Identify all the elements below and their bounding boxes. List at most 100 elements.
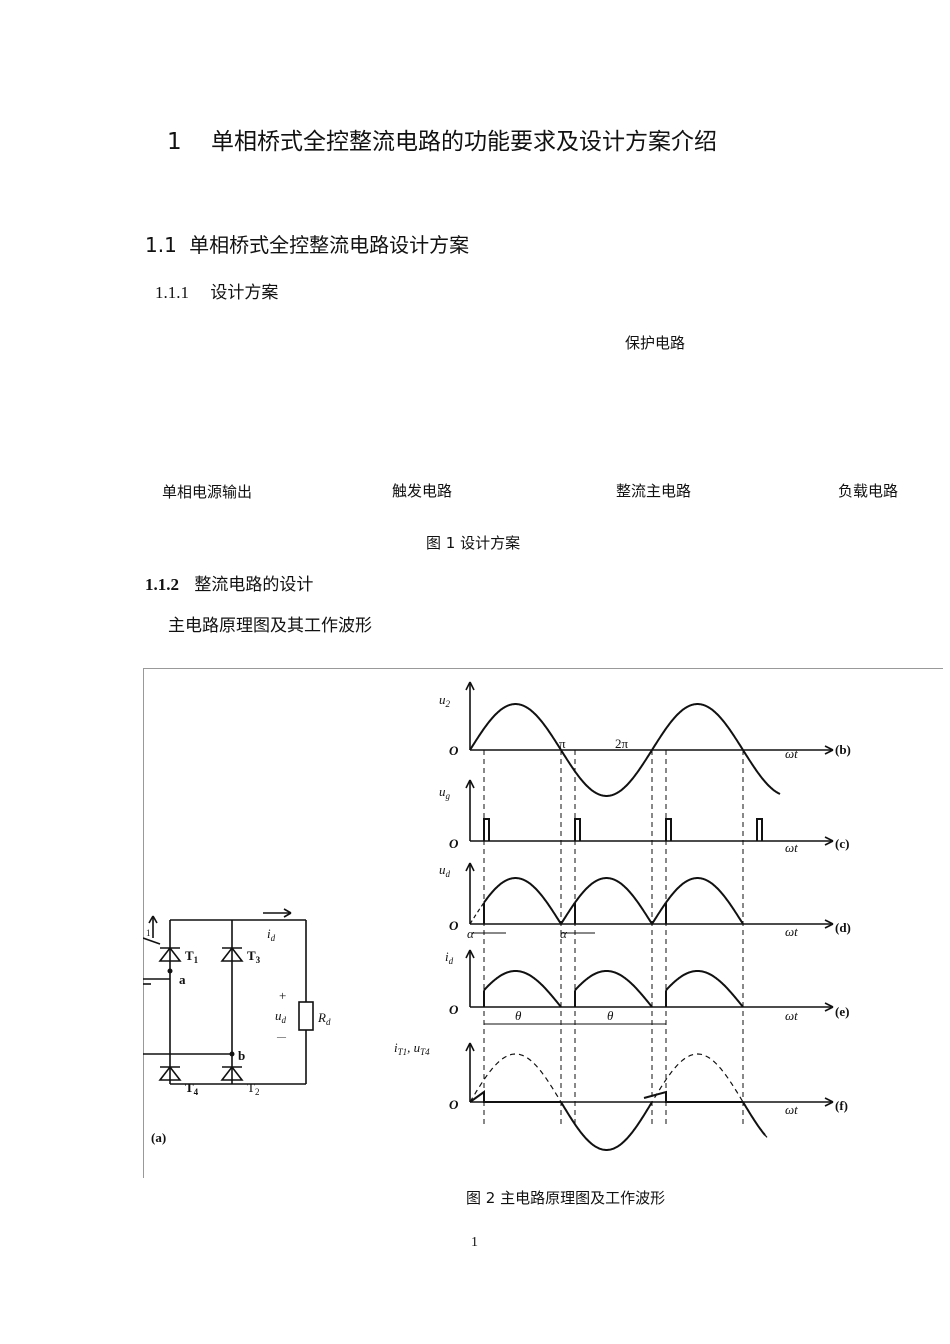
label-pi: π — [559, 736, 566, 751]
label-id-wave: id — [445, 949, 454, 966]
label-ud-wave: ud — [439, 862, 451, 879]
axis-y-arrow-f — [465, 1042, 475, 1052]
label-theta-2: θ — [607, 1008, 614, 1023]
block-protection-label: 保护电路 — [625, 334, 686, 352]
wave-f-neg-1 — [560, 1101, 653, 1151]
figure-2: T1 T3 T4 T2 a b id + ud — Rd 1 (a) u2 O … — [143, 668, 943, 1178]
heading-1-title: 单相桥式全控整流电路的功能要求及设计方案介绍 — [210, 129, 717, 155]
label-t4: T4 — [185, 1080, 199, 1097]
label-panel-c: (c) — [835, 836, 849, 851]
waveform-labels: u2 O π 2π ωt (b) ug O ωt (c) ud O α α ωt… — [394, 692, 851, 1117]
heading-3-rectifier-title: 整流电路的设计 — [194, 575, 314, 595]
label-omega-t-f: ωt — [785, 1102, 798, 1117]
label-plus: + — [279, 988, 286, 1003]
axis-x-arrow-e — [824, 1002, 834, 1012]
label-t2: T2 — [247, 1080, 259, 1097]
label-omega-t-c: ωt — [785, 840, 798, 855]
axis-y-arrow-d — [465, 862, 475, 872]
heading-3-rectifier: 1.1.2 整流电路的设计 — [145, 570, 313, 595]
heading-3-design: 1.1.1 设计方案 — [155, 278, 278, 303]
label-source-current: 1 — [146, 928, 151, 938]
label-panel-b: (b) — [835, 742, 851, 757]
node-b-dot — [229, 1051, 235, 1057]
label-panel-d: (d) — [835, 920, 851, 935]
axis-x-arrow-d — [824, 919, 834, 929]
label-two-pi: 2π — [615, 736, 629, 751]
label-origin-d: O — [449, 918, 459, 933]
label-alpha-1: α — [467, 926, 475, 941]
wave-u2 — [469, 703, 781, 797]
heading-3-design-title: 设计方案 — [210, 283, 279, 303]
axis-x-arrow-c — [824, 836, 834, 846]
wave-f-seg-1 — [469, 1090, 561, 1103]
heading-2-title: 单相桥式全控整流电路设计方案 — [189, 233, 470, 257]
wave-ud-seg-1 — [483, 877, 576, 926]
label-omega-t-e: ωt — [785, 1008, 798, 1023]
wave-ud-seg-2 — [574, 877, 667, 926]
label-theta-1: θ — [515, 1008, 522, 1023]
axis-x-arrow-b — [824, 745, 834, 755]
label-it1-ut4: iT1, uT4 — [394, 1040, 430, 1057]
label-ud: ud — [275, 1008, 287, 1025]
thyristor-t3-symbol — [220, 946, 244, 962]
wave-f-neg-2 — [742, 1101, 766, 1136]
label-ug: ug — [439, 784, 451, 801]
wave-id-seg-2 — [574, 970, 653, 1008]
wave-f-seg-2 — [643, 1090, 743, 1103]
label-u2: u2 — [439, 692, 451, 709]
heading-2-number: 1.1 — [145, 233, 177, 257]
label-origin-b: O — [449, 743, 459, 758]
axis-x-arrow-f — [824, 1097, 834, 1107]
paragraph-main-circuit: 主电路原理图及其工作波形 — [168, 616, 372, 636]
waveforms-group — [465, 681, 834, 1151]
heading-1: 1 单相桥式全控整流电路的功能要求及设计方案介绍 — [167, 122, 717, 156]
label-panel-e: (e) — [835, 1004, 849, 1019]
load-resistor-rd — [298, 1001, 314, 1031]
thyristor-t2-symbol — [220, 1065, 244, 1081]
current-arrow-head — [283, 908, 292, 918]
label-origin-f: O — [449, 1097, 459, 1112]
heading-2: 1.1 单相桥式全控整流电路设计方案 — [145, 229, 469, 258]
block-load-label: 负载电路 — [838, 482, 899, 500]
label-current-id: id — [267, 926, 276, 943]
label-minus: — — [276, 1032, 287, 1042]
label-origin-e: O — [449, 1002, 459, 1017]
gate-lead-t1 — [143, 937, 161, 945]
thyristor-t4-symbol — [158, 1065, 182, 1081]
pulse-ug-3 — [665, 818, 672, 841]
block-rectifier-label: 整流主电路 — [616, 482, 692, 500]
circuit-diagram — [143, 908, 314, 1085]
block-source-label: 单相电源输出 — [162, 483, 253, 501]
pulse-ug-1 — [483, 818, 490, 841]
wave-ud-dashed-start — [469, 902, 485, 925]
label-origin-c: O — [449, 836, 459, 851]
thyristor-t1-symbol — [158, 946, 182, 962]
source-current-arrow-head — [148, 915, 158, 924]
figure-2-svg: T1 T3 T4 T2 a b id + ud — Rd 1 (a) u2 O … — [143, 668, 943, 1178]
axis-y-arrow-e — [465, 949, 475, 959]
wave-id-seg-1 — [483, 970, 562, 1008]
figure-2-caption: 图 2 主电路原理图及工作波形 — [466, 1189, 666, 1207]
label-alpha-2: α — [560, 926, 568, 941]
heading-3-rectifier-number: 1.1.2 — [145, 575, 179, 594]
heading-1-number: 1 — [167, 129, 182, 155]
label-rd: Rd — [317, 1010, 331, 1027]
label-panel-a: (a) — [151, 1130, 166, 1145]
block-trigger-label: 触发电路 — [392, 482, 453, 500]
heading-3-design-number: 1.1.1 — [155, 283, 189, 302]
pulse-ug-4 — [756, 818, 763, 841]
page-number: 1 — [471, 1235, 478, 1250]
wave-id-seg-3 — [665, 970, 744, 1008]
wave-ud-seg-3 — [665, 877, 744, 925]
axis-y-arrow-b — [465, 681, 475, 691]
node-a-dot — [167, 968, 173, 974]
pulse-ug-2 — [574, 818, 581, 841]
label-node-a: a — [179, 972, 186, 987]
label-panel-f: (f) — [835, 1098, 848, 1113]
label-node-b: b — [238, 1048, 245, 1063]
label-t1: T1 — [185, 948, 199, 965]
axis-y-arrow-c — [465, 779, 475, 789]
label-omega-t-d: ωt — [785, 924, 798, 939]
figure-1-caption: 图 1 设计方案 — [426, 534, 521, 552]
label-t3: T3 — [247, 948, 261, 965]
